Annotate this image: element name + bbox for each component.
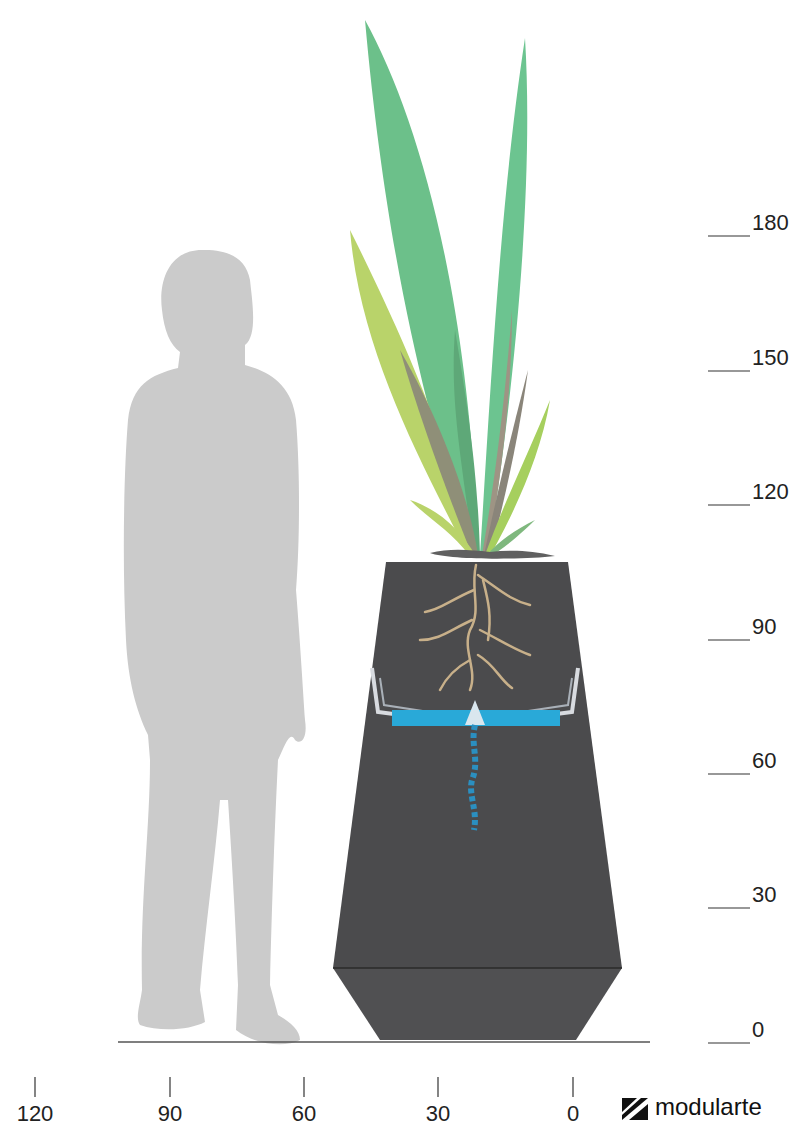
- roots: [420, 565, 530, 690]
- scale-number: 90: [752, 614, 776, 640]
- scale-number: 60: [292, 1101, 316, 1127]
- scale-number: 120: [752, 479, 789, 505]
- scale-number: 90: [158, 1101, 182, 1127]
- scale-number: 0: [567, 1101, 579, 1127]
- person-silhouette: [124, 250, 306, 1044]
- ground-line: [118, 1041, 650, 1043]
- scale-number: 60: [752, 748, 776, 774]
- brand-name: modularte: [655, 1094, 762, 1120]
- brand-logo: [622, 1098, 648, 1120]
- scale-marks: [35, 236, 750, 1097]
- plant-leaves: [350, 20, 555, 559]
- scale-number: 30: [426, 1101, 450, 1127]
- planter-seam: [333, 967, 622, 969]
- scale-number: 120: [17, 1101, 54, 1127]
- scale-number: 180: [752, 210, 789, 236]
- planter-base: [333, 968, 622, 1040]
- scale-number: 150: [752, 345, 789, 371]
- scale-number: 30: [752, 882, 776, 908]
- water-wick: [471, 725, 475, 830]
- scale-number: 0: [752, 1017, 764, 1043]
- planter-body: [333, 562, 622, 968]
